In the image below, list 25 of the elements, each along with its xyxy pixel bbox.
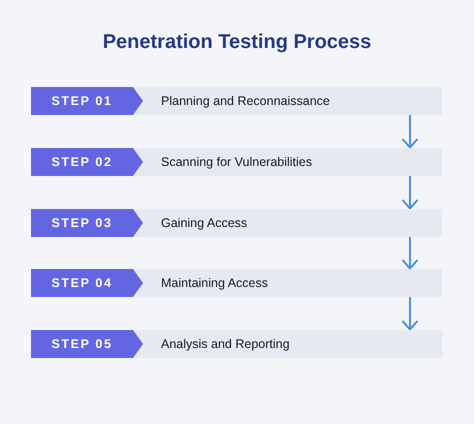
step-tab bbox=[31, 209, 143, 237]
step-label: STEP 04 bbox=[52, 275, 112, 291]
step-label: STEP 03 bbox=[52, 215, 112, 231]
step-label: STEP 02 bbox=[52, 154, 112, 170]
step-bar bbox=[31, 269, 442, 297]
step-description: Gaining Access bbox=[161, 215, 248, 231]
step-tab bbox=[31, 148, 143, 176]
step-description: Analysis and Reporting bbox=[161, 336, 290, 352]
step-bar bbox=[31, 87, 442, 115]
step-description: Scanning for Vulnerabilities bbox=[161, 154, 312, 170]
step-bar bbox=[31, 330, 442, 358]
step-bar bbox=[31, 148, 442, 176]
arrow bbox=[402, 175, 418, 210]
step-label: STEP 05 bbox=[52, 336, 112, 352]
step-description: Maintaining Access bbox=[161, 275, 268, 291]
step-tab bbox=[31, 269, 143, 297]
title: Penetration Testing Process bbox=[102, 30, 372, 55]
step-tab bbox=[31, 87, 143, 115]
step-tab bbox=[31, 330, 143, 358]
arrow bbox=[402, 236, 418, 270]
arrow bbox=[402, 296, 418, 331]
step-description: Planning and Reconnaissance bbox=[161, 93, 330, 109]
step-label: STEP 01 bbox=[52, 93, 112, 109]
step-bar bbox=[31, 209, 442, 237]
arrow bbox=[402, 114, 418, 149]
